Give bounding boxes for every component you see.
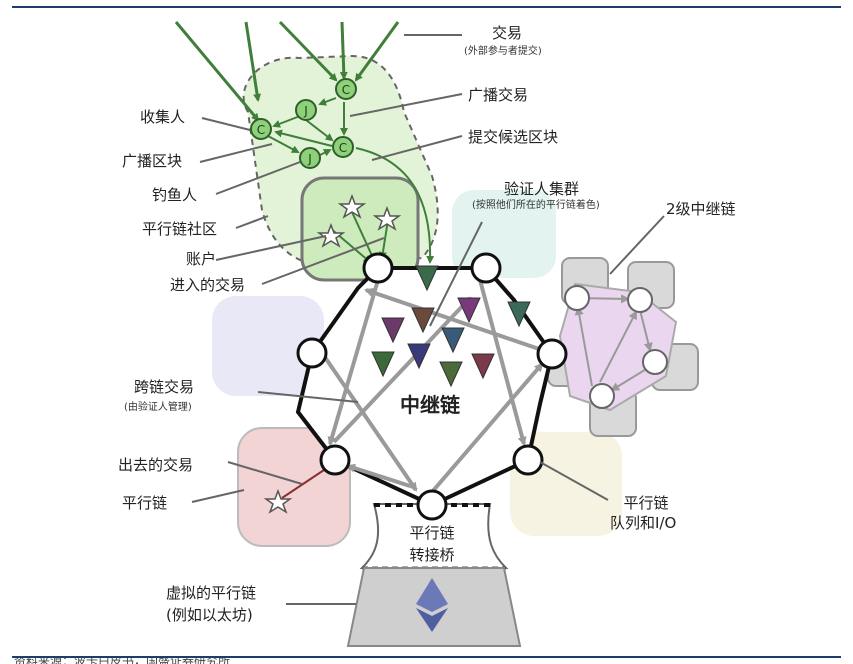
svg-text:C: C <box>257 123 265 137</box>
svg-text:C: C <box>339 141 347 155</box>
bottom-rule <box>12 656 841 658</box>
label-cross-chain-tx-sub: (由验证人管理) <box>124 402 192 413</box>
label-parachain-community: 平行链社区 <box>142 220 218 238</box>
relay-chain <box>295 252 568 521</box>
level2-relay-chain <box>547 257 699 437</box>
label-relay-chain: 中继链 <box>400 393 460 417</box>
label-leaders <box>191 34 665 605</box>
validator-group <box>371 265 531 388</box>
relay-chain-nodes <box>296 252 568 521</box>
label-virtual-parachain: 虚拟的平行链 <box>166 584 257 602</box>
fishermen: J J <box>295 99 321 169</box>
top-rule <box>12 6 841 8</box>
label-parachain: 平行链 <box>122 494 168 512</box>
external-transactions <box>174 20 400 122</box>
source-note: 资料来源：波卡白皮书，国盛证券研究所 <box>14 658 230 664</box>
label-broadcast-tx: 广播交易 <box>468 86 529 104</box>
parachain-bridge <box>346 503 522 647</box>
label-collator: 收集人 <box>140 108 186 126</box>
label-account: 账户 <box>186 250 217 268</box>
label-bridge-line1: 平行链 <box>409 524 455 542</box>
label-bridge-line2: 转接桥 <box>409 546 455 564</box>
label-transaction: 交易 <box>492 24 523 42</box>
svg-text:J: J <box>303 104 308 118</box>
label-parachain-queue-io: 队列和I/O <box>610 514 677 532</box>
collators: C C C <box>250 78 357 158</box>
svg-text:J: J <box>307 152 312 166</box>
label-parachain-queue: 平行链 <box>623 494 669 512</box>
parachain-blob-lavender <box>212 296 324 396</box>
account-stars <box>263 193 402 514</box>
label-broadcast-block: 广播区块 <box>122 152 183 170</box>
label-incoming-tx: 进入的交易 <box>170 276 246 294</box>
label-transaction-sub: (外部参与者提交) <box>464 46 542 57</box>
label-submit-candidate: 提交候选区块 <box>468 128 559 146</box>
label-level2-relay: 2级中继链 <box>666 200 736 218</box>
label-cross-chain-tx: 跨链交易 <box>134 378 195 396</box>
label-virtual-parachain-example: (例如以太坊) <box>166 606 253 624</box>
label-validator-group: 验证人集群 <box>504 180 580 198</box>
label-validator-group-sub: (按照他们所在的平行链着色) <box>472 200 600 211</box>
label-fisherman: 钓鱼人 <box>152 186 198 204</box>
svg-text:C: C <box>342 83 350 97</box>
label-outgoing-tx: 出去的交易 <box>118 456 194 474</box>
